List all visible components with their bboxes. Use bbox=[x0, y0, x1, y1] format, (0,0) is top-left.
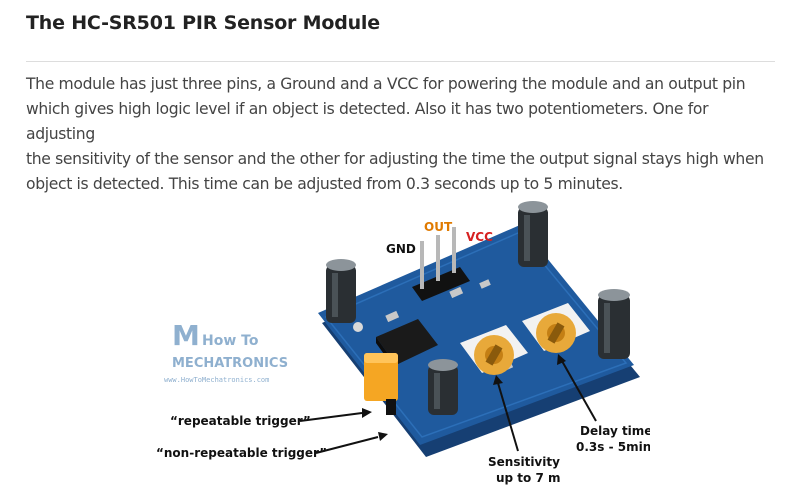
howtomechatronics-watermark: M How To MECHATRONICS www.HowToMechatron… bbox=[164, 319, 288, 384]
label-delay-range: 0.3s - 5mins bbox=[576, 440, 650, 454]
label-sensitivity-range: up to 7 m bbox=[496, 471, 561, 485]
paragraph-line-3: the sensitivity of the sensor and the ot… bbox=[26, 150, 764, 168]
capacitor-right bbox=[598, 289, 630, 359]
heading-divider bbox=[26, 61, 775, 62]
svg-text:M: M bbox=[172, 319, 200, 352]
pin-label-out: OUT bbox=[424, 220, 453, 234]
svg-text:www.HowToMechatronics.com: www.HowToMechatronics.com bbox=[164, 376, 269, 384]
article-paragraph: The module has just three pins, a Ground… bbox=[26, 72, 778, 197]
capacitor-bottom bbox=[428, 359, 458, 415]
svg-text:How To: How To bbox=[202, 333, 259, 349]
svg-text:MECHATRONICS: MECHATRONICS bbox=[172, 356, 288, 371]
pin-label-vcc: VCC bbox=[466, 230, 493, 244]
potentiometer-sensitivity bbox=[460, 325, 528, 375]
label-delay-time: Delay time bbox=[580, 424, 650, 438]
pir-module-figure: GND OUT VCC M How To MECHATRONICS www.Ho… bbox=[150, 195, 650, 495]
pir-module-illustration: GND OUT VCC M How To MECHATRONICS www.Ho… bbox=[156, 201, 650, 485]
trigger-jumper bbox=[364, 353, 398, 415]
capacitor-left bbox=[326, 259, 356, 323]
label-sensitivity: Sensitivity bbox=[488, 455, 560, 469]
paragraph-line-1: The module has just three pins, a Ground… bbox=[26, 75, 746, 93]
label-repeatable-trigger: “repeatable trigger” bbox=[170, 414, 311, 428]
pin-label-gnd: GND bbox=[386, 242, 416, 256]
capacitor-top bbox=[518, 201, 548, 267]
header-pins bbox=[412, 227, 470, 301]
paragraph-line-4: object is detected. This time can be adj… bbox=[26, 175, 623, 193]
leader-lines bbox=[299, 354, 597, 454]
paragraph-line-2: which gives high logic level if an objec… bbox=[26, 100, 709, 143]
label-non-repeatable-trigger: “non-repeatable trigger” bbox=[156, 446, 327, 460]
article-heading: The HC-SR501 PIR Sensor Module bbox=[26, 12, 380, 34]
potentiometer-delay bbox=[522, 303, 590, 353]
